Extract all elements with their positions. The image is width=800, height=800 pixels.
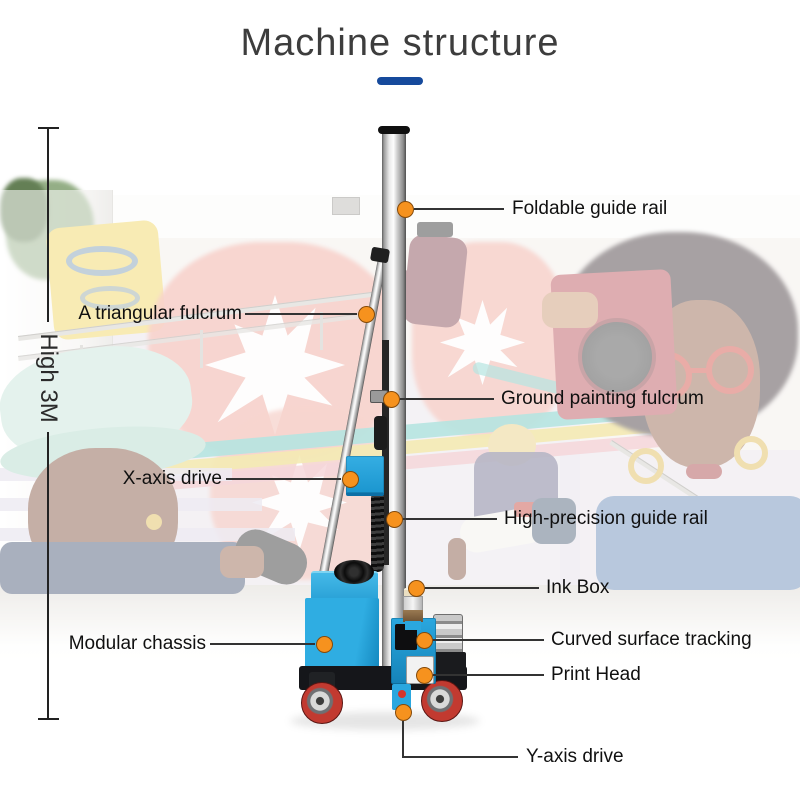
precision-rail-strip bbox=[382, 340, 389, 565]
ruler-tick-top bbox=[38, 127, 59, 129]
callout-dot bbox=[385, 510, 403, 528]
spiral-cable bbox=[371, 492, 384, 572]
callout-line bbox=[433, 674, 544, 676]
caster-wheel-left bbox=[301, 682, 343, 724]
callout-label: Y-axis drive bbox=[526, 746, 624, 767]
callout-label: Modular chassis bbox=[68, 633, 206, 654]
callout-line bbox=[402, 721, 404, 758]
title-underline bbox=[377, 77, 423, 85]
callout-line bbox=[400, 398, 494, 400]
callout-line bbox=[414, 208, 504, 210]
callout-dot bbox=[382, 390, 400, 408]
page-title: Machine structure bbox=[240, 22, 560, 64]
callout-line bbox=[403, 518, 497, 520]
callout-dot bbox=[315, 635, 333, 653]
callout-label: Ground painting fulcrum bbox=[501, 388, 704, 409]
y-axis-rail-mount bbox=[430, 652, 466, 674]
ruler-line bbox=[47, 432, 49, 719]
carriage-motor bbox=[374, 416, 387, 450]
callout-label: Foldable guide rail bbox=[512, 198, 668, 219]
callout-dot bbox=[341, 470, 359, 488]
callout-line bbox=[403, 756, 518, 758]
callout-label: Ink Box bbox=[546, 577, 610, 598]
callout-label: High-precision guide rail bbox=[504, 508, 708, 529]
ink-box-base bbox=[403, 610, 423, 622]
callout-line bbox=[245, 313, 357, 315]
callout-dot bbox=[415, 631, 433, 649]
callout-label: Curved surface tracking bbox=[551, 629, 752, 650]
callout-label: X-axis drive bbox=[122, 468, 222, 489]
ruler-tick-bottom bbox=[38, 718, 59, 720]
callout-dot bbox=[357, 305, 375, 323]
callout-label: Print Head bbox=[551, 664, 641, 685]
callout-line bbox=[425, 587, 539, 589]
callout-label: A triangular fulcrum bbox=[78, 303, 242, 324]
callout-dot bbox=[396, 200, 414, 218]
mast-top-cap bbox=[378, 126, 410, 134]
callout-dot bbox=[415, 666, 433, 684]
y-axis-motor-dot bbox=[398, 690, 406, 698]
cable-coil bbox=[334, 560, 374, 584]
carriage-window bbox=[395, 624, 417, 650]
ruler-line bbox=[47, 128, 49, 322]
ink-box-stand bbox=[405, 621, 421, 630]
title-block: Machine structure bbox=[0, 0, 800, 85]
callout-dot bbox=[407, 579, 425, 597]
callout-line bbox=[433, 639, 544, 641]
callout-line bbox=[210, 643, 315, 645]
callout-line bbox=[226, 478, 341, 480]
callout-dot bbox=[394, 703, 412, 721]
caster-wheel-right bbox=[421, 680, 463, 722]
